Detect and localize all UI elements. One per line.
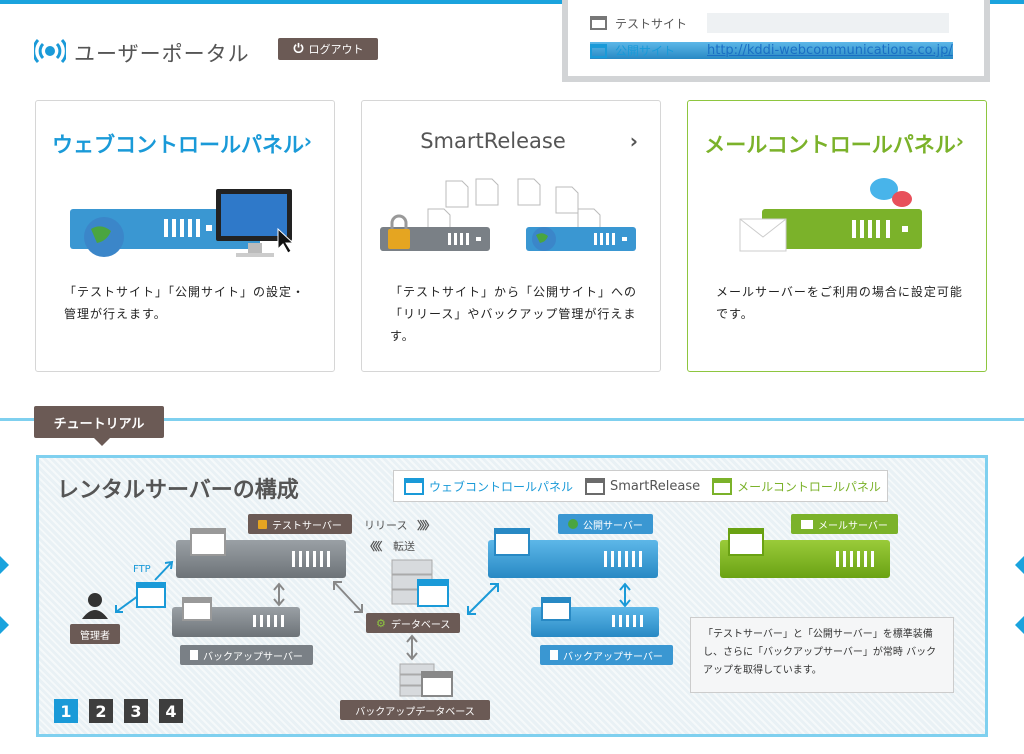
database-icon: [391, 559, 449, 607]
web-panel-illustration: [70, 189, 295, 257]
document-icon: [550, 650, 558, 660]
tutorial-pager: 1 2 3 4: [54, 699, 183, 723]
ftp-label: FTP: [133, 564, 151, 575]
database-label: ⚙ データベース: [366, 613, 461, 633]
tutorial-note: 「テストサーバー」と「公開サーバー」を標準装備し、さらに「バックアップサーバー」…: [690, 617, 954, 693]
gear-icon: ⚙: [376, 616, 386, 630]
test-site-value: [707, 13, 949, 33]
chevron-right-icon: ›: [955, 129, 964, 153]
public-site-label: 公開サイト: [615, 44, 676, 58]
test-server: [176, 528, 346, 578]
logout-button[interactable]: ログアウト: [278, 38, 378, 60]
backup-server-public: [531, 597, 659, 637]
legend-item-web: ウェブコントロールパネル: [404, 477, 573, 495]
window-icon: [136, 582, 166, 608]
public-server: [488, 528, 658, 578]
next-arrow-icon[interactable]: [1015, 616, 1024, 634]
public-site-row: 公開サイト http://kddi-webcommunications.co.j…: [590, 42, 953, 59]
transfer-label: 〈〈〈〈 転送: [364, 540, 415, 553]
page-button-1[interactable]: 1: [54, 699, 78, 723]
page-title: ユーザーポータル: [74, 42, 250, 66]
window-icon: [585, 477, 606, 495]
portal-title: ユーザーポータル: [32, 38, 250, 68]
window-icon: [182, 597, 212, 621]
window-icon: [590, 16, 607, 30]
window-icon: [728, 528, 764, 556]
card-description: 「テストサイト」「公開サイト」の設定・管理が行えます。: [64, 285, 306, 321]
tutorial-tab-label: チュートリアル: [53, 416, 145, 432]
power-icon: [293, 42, 304, 56]
document-icon: [190, 650, 198, 660]
page-button-3[interactable]: 3: [124, 699, 148, 723]
card-title: ウェブコントロールパネル: [52, 133, 304, 157]
diagram-title: レンタルサーバーの構成: [57, 478, 299, 503]
window-icon: [494, 528, 530, 556]
tutorial-divider: [0, 418, 1024, 421]
logout-label: ログアウト: [308, 43, 364, 56]
smartrelease-illustration: [380, 178, 636, 251]
mail-server-label: メールサーバー: [791, 514, 898, 534]
backup-server-test: [172, 597, 300, 637]
release-label: リリース 〉〉〉〉: [364, 519, 435, 532]
public-site-link[interactable]: http://kddi-webcommunications.co.jp/: [707, 43, 953, 58]
public-server-label: 公開サーバー: [558, 514, 653, 534]
release-arrows: 〉〉〉〉: [416, 519, 435, 532]
diagram-legend: ウェブコントロールパネル SmartRelease メールコントロールパネル: [393, 470, 888, 502]
chevron-right-icon: ›: [303, 129, 312, 153]
window-icon: [404, 477, 424, 495]
window-icon: [712, 477, 733, 495]
card-description: 「テストサイト」から「公開サイト」への「リリース」やバックアップ管理が行えます。: [390, 285, 638, 343]
card-title: メールコントロールパネル: [704, 133, 956, 157]
test-site-label: テストサイト: [615, 16, 688, 31]
window-icon: [590, 43, 607, 58]
backup-database-icon: [399, 663, 453, 697]
window-icon: [541, 597, 571, 621]
window-icon: [190, 528, 226, 556]
user-icon: [82, 593, 108, 619]
web-control-panel-card[interactable]: ウェブコントロールパネル › 「テストサイト」「公開サイト」の設定・管理が行えま…: [35, 100, 335, 372]
page-button-2[interactable]: 2: [89, 699, 113, 723]
legend-item-smartrelease: SmartRelease: [585, 477, 700, 495]
globe-icon: [568, 519, 578, 529]
smartrelease-card[interactable]: SmartRelease › 「テストサイト」から「公開サイト」への「リリース」…: [361, 100, 661, 372]
mail-control-panel-card[interactable]: メールコントロールパネル › メールサーバーをご利用の場合に設定可能です。: [687, 100, 987, 372]
transfer-arrows: 〈〈〈〈: [364, 540, 382, 553]
page-button-4[interactable]: 4: [159, 699, 183, 723]
card-description: メールサーバーをご利用の場合に設定可能です。: [716, 285, 963, 321]
site-panel: テストサイト 公開サイト http://kddi-webcommunicatio…: [562, 0, 990, 82]
card-title: SmartRelease: [420, 129, 566, 153]
mail-panel-illustration: [739, 178, 922, 252]
lock-icon: [258, 519, 267, 529]
legend-item-mail: メールコントロールパネル: [712, 477, 881, 495]
next-arrow-icon[interactable]: [1015, 556, 1024, 574]
mail-server: [720, 528, 890, 578]
test-server-label: テストサーバー: [248, 514, 352, 534]
admin-label: 管理者: [70, 624, 120, 644]
test-site-row: テストサイト: [590, 13, 949, 33]
tutorial-tab: チュートリアル: [34, 406, 164, 446]
chevron-right-icon: ›: [629, 129, 638, 153]
backup-server-label: バックアップサーバー: [540, 645, 673, 665]
backup-database-label: バックアップデータベース: [340, 700, 490, 720]
backup-server-label: バックアップサーバー: [180, 645, 313, 665]
mail-icon: [801, 519, 813, 529]
top-accent-line: [0, 0, 1024, 4]
